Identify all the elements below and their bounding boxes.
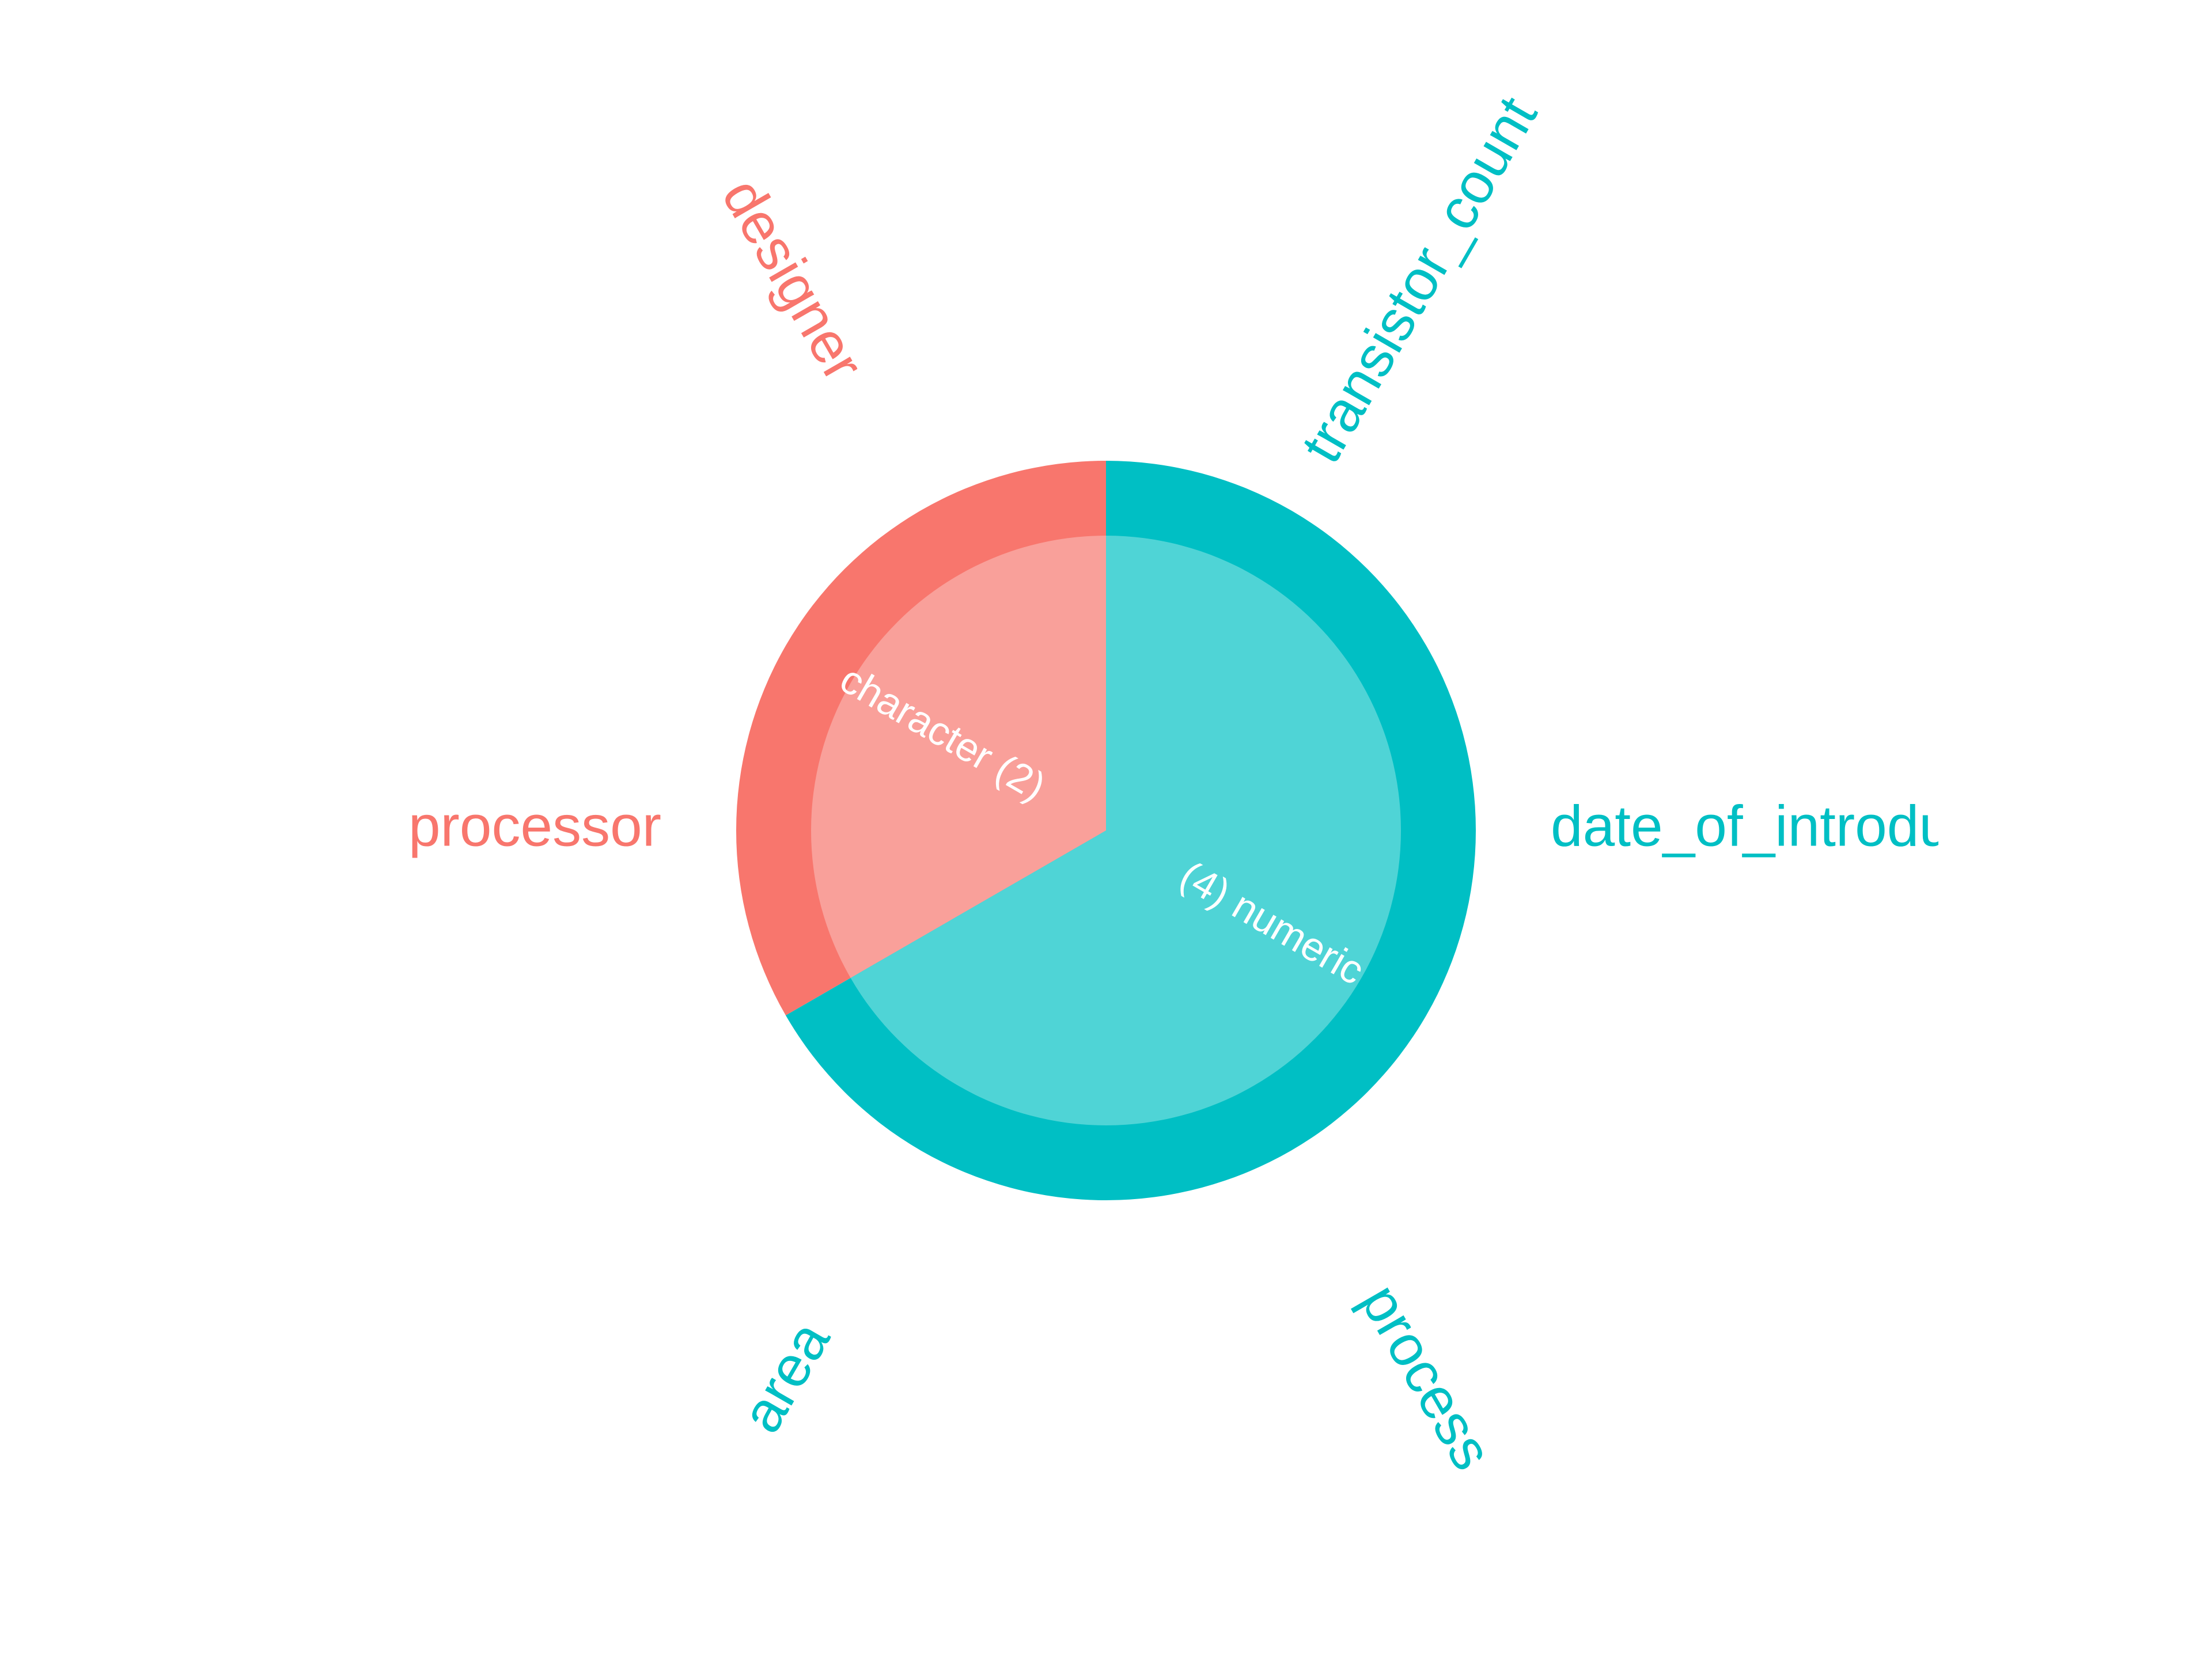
variable-label-date-of-introdu: date_of_introdu (1551, 794, 1951, 858)
variable-label-area: area (729, 1311, 842, 1443)
variable-label-processor: processor (408, 794, 661, 858)
inner-segment-character (811, 536, 1106, 978)
inner-segment-numeric (850, 536, 1401, 1125)
inner-pie (811, 536, 1401, 1125)
variable-label-transistor-count: transistor_count (1289, 86, 1550, 473)
variable-label-designer: designer (710, 168, 876, 391)
variable-label-process: process (1349, 1273, 1505, 1480)
